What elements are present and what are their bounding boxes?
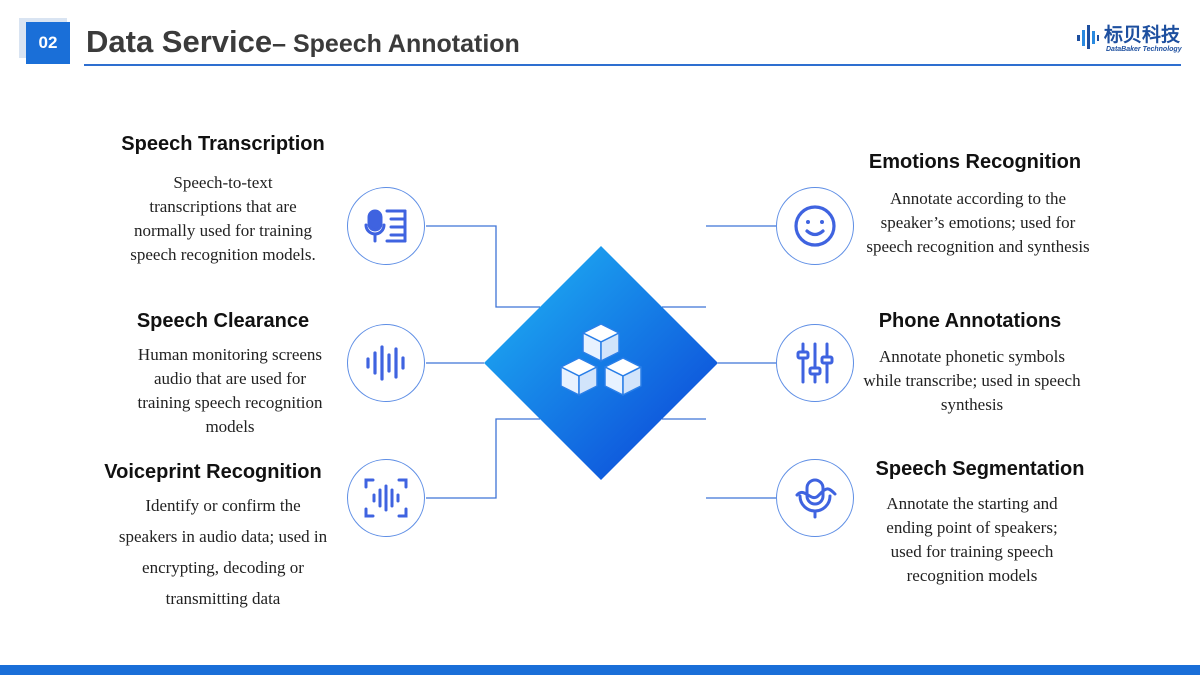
logo-english-text: DataBaker Technology	[1106, 46, 1182, 53]
section-number-badge: 02	[26, 22, 70, 64]
logo-bars-icon	[1077, 25, 1099, 49]
voiceprint-recognition-icon-circle	[347, 459, 425, 537]
header-divider	[84, 64, 1181, 66]
speech-segmentation-icon-circle	[776, 459, 854, 537]
page-title-sub: – Speech Annotation	[272, 30, 520, 58]
connector-left-bottom	[426, 418, 540, 499]
phone-annotations-icon-circle	[776, 324, 854, 402]
microphone-wave-icon	[795, 478, 837, 519]
speech-clearance-description: Human monitoring screens audio that are …	[137, 345, 323, 436]
sound-wave-icon	[366, 345, 405, 381]
connector-left-top	[426, 225, 540, 308]
speech-clearance-icon-circle	[347, 324, 425, 402]
emotions-recognition-title: Emotions Recognition	[868, 151, 1082, 173]
speech-transcription-description: Speech-to-text transcriptions that are n…	[130, 173, 316, 264]
page-title-main: Data Service	[86, 24, 273, 59]
speech-segmentation-description: Annotate the starting and ending point o…	[886, 494, 1058, 585]
microphone-text-icon	[364, 209, 407, 243]
speech-transcription-icon-circle	[347, 187, 425, 265]
speech-segmentation-title: Speech Segmentation	[875, 458, 1085, 480]
equalizer-sliders-icon	[796, 342, 834, 384]
emotions-recognition-description: Annotate according to the speaker’s emot…	[866, 189, 1090, 256]
voiceprint-recognition-title: Voiceprint Recognition	[104, 461, 322, 483]
center-diamond	[484, 246, 718, 480]
logo-chinese-text: 标贝科技	[1104, 24, 1181, 46]
speech-clearance-title: Speech Clearance	[136, 310, 310, 332]
voiceprint-recognition-description: Identify or confirm the speakers in audi…	[118, 496, 328, 608]
page-title: Data Service– Speech Annotation	[86, 24, 520, 60]
bottom-accent-bar	[0, 665, 1200, 675]
emotions-recognition-icon-circle	[776, 187, 854, 265]
voiceprint-scan-icon	[364, 478, 408, 518]
smiley-face-icon	[794, 205, 836, 247]
cubes-icon	[560, 323, 642, 396]
phone-annotations-description: Annotate phonetic symbols while transcri…	[863, 347, 1081, 414]
speech-transcription-title: Speech Transcription	[121, 133, 325, 155]
company-logo: 标贝科技 DataBaker Technology	[1076, 20, 1186, 60]
phone-annotations-title: Phone Annotations	[878, 310, 1062, 332]
